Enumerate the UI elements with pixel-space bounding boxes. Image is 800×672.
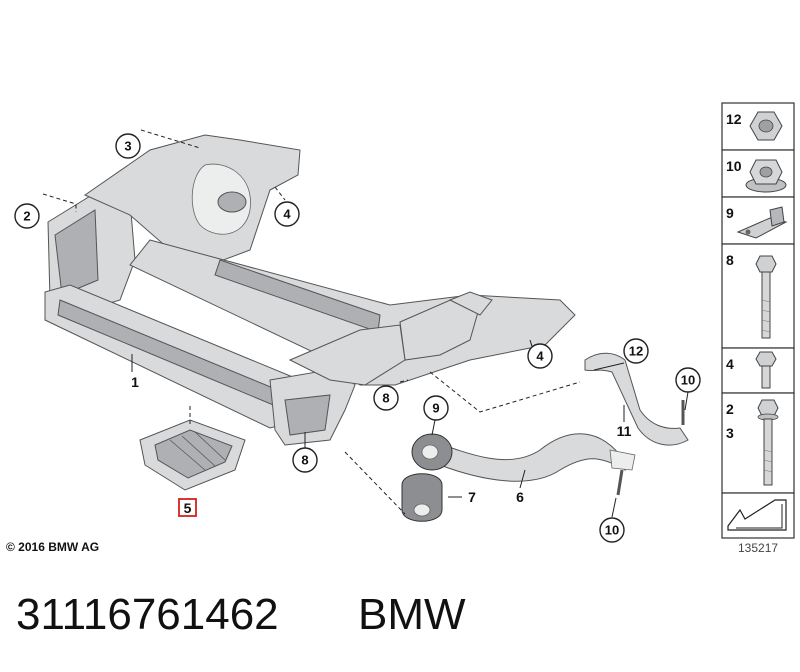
brand-name: BMW xyxy=(358,590,466,639)
callout-8-center-label: 8 xyxy=(382,391,389,406)
nut-icon xyxy=(749,111,783,141)
bolt-icon xyxy=(755,255,777,339)
highlighted-part-5-label: 5 xyxy=(184,500,192,516)
callout-4-right-label: 4 xyxy=(536,349,544,364)
flange-nut-icon xyxy=(745,159,787,193)
label-11: 11 xyxy=(617,423,632,439)
fastener-panel: 12 10 9 8 xyxy=(721,102,795,539)
callout-8-center: 8 xyxy=(373,385,399,411)
callout-4-right: 4 xyxy=(527,343,553,369)
leader-lines xyxy=(42,129,689,518)
callout-9: 9 xyxy=(423,395,449,421)
callout-8-bottom: 8 xyxy=(292,447,318,473)
fastener-2-label: 2 xyxy=(726,401,734,417)
fastener-9-label: 9 xyxy=(726,205,734,221)
fastener-8-label: 8 xyxy=(726,252,734,268)
callout-12-label: 12 xyxy=(629,344,643,359)
label-7: 7 xyxy=(468,489,476,505)
callout-8-bottom-label: 8 xyxy=(301,453,308,468)
control-arm xyxy=(429,433,636,496)
callout-10-right: 10 xyxy=(675,367,701,393)
callout-9-label: 9 xyxy=(432,401,439,416)
front-subframe xyxy=(44,134,576,446)
callout-3: 3 xyxy=(115,133,141,159)
callout-2: 2 xyxy=(14,203,40,229)
callout-10-bottom-label: 10 xyxy=(605,523,619,538)
callout-4-top-label: 4 xyxy=(283,207,291,222)
fastener-3-label: 3 xyxy=(726,425,734,441)
tension-strut xyxy=(584,352,689,446)
part-number: 31116761462 xyxy=(16,590,279,639)
underbody-guard xyxy=(139,419,246,491)
callout-12: 12 xyxy=(623,338,649,364)
copyright-notice: © 2016 BMW AG xyxy=(6,540,100,554)
callout-10-right-label: 10 xyxy=(681,373,695,388)
bushing-7 xyxy=(401,473,443,522)
callout-10-bottom: 10 xyxy=(599,517,625,543)
callout-4-top: 4 xyxy=(274,201,300,227)
label-1: 1 xyxy=(131,374,139,390)
callout-2-label: 2 xyxy=(23,209,30,224)
fastener-12-label: 12 xyxy=(726,111,742,127)
bushing-9 xyxy=(411,433,453,471)
fastener-10-label: 10 xyxy=(726,158,742,174)
label-6: 6 xyxy=(516,489,524,505)
arrow-icon xyxy=(727,499,787,531)
fastener-4-label: 4 xyxy=(726,356,734,372)
diagram-number: 135217 xyxy=(738,541,779,555)
highlighted-part-5: 5 xyxy=(178,498,197,517)
callout-3-label: 3 xyxy=(124,139,131,154)
clip-icon xyxy=(736,206,788,239)
short-bolt-icon xyxy=(755,351,777,389)
long-bolt-icon xyxy=(757,399,779,486)
